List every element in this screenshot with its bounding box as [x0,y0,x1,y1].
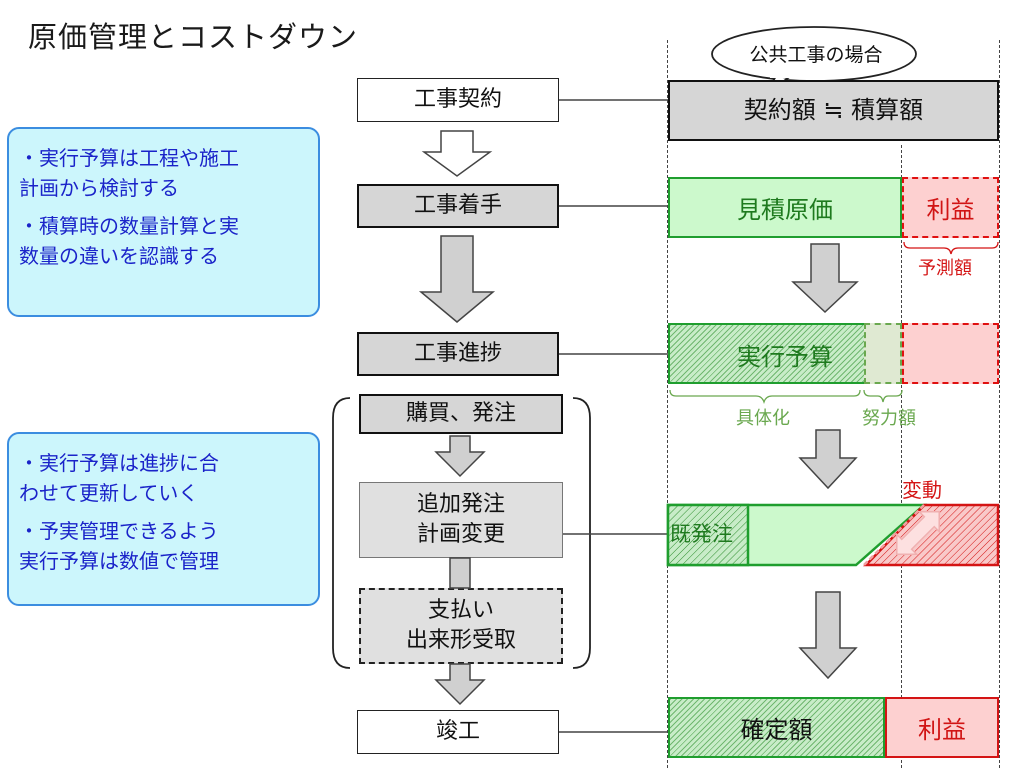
effort-label: 努力額 [862,408,916,429]
arrow-down-icon [421,130,493,177]
estimate-cost: 見積原価 [668,177,902,238]
brace-effort [863,389,903,403]
brace-forecast [903,241,999,255]
arrow-down-icon [418,235,496,323]
note-line: ・実行予算は進捗に合 [19,451,219,475]
ordered-change-bar [666,503,1000,567]
final-profit: 利益 [885,697,999,758]
arrow-down-icon [434,435,486,478]
arrow-down-icon [798,429,858,490]
step-payment-line: 支払い [427,598,494,624]
brace-concrete [669,389,861,405]
connector-bar [449,557,471,589]
guide-line [999,40,1000,768]
exec-budget [668,323,864,384]
note-line: 数量の違いを認識する [19,244,219,268]
note-line: 計画から検討する [19,176,179,200]
step-change-line: 計画変更 [416,522,505,547]
change-label: 変動 [902,478,942,502]
arrow-down-icon [434,663,486,706]
bracket-left [332,397,351,669]
double-arrow-icon [896,511,940,555]
profit-forecast-box: 利益 [902,177,999,238]
note-line: ・積算時の数量計算と実 [19,214,239,238]
step-change-line: 追加発注 [416,492,505,518]
guide-line [901,145,902,768]
arrow-down-icon [798,591,858,680]
ordered-label: 既発注 [670,522,733,546]
page-title: 原価管理とコストダウン [28,20,359,54]
note-line: ・実行予算は工程や施工 [19,146,239,170]
note-line: ・予実管理できるよう [19,519,219,543]
step-contract: 工事契約 [357,78,559,122]
guide-line [667,40,668,768]
note-line: わせて更新していく [19,481,199,505]
exec-budget-label: 実行予算 [737,343,833,371]
bubble-text: 公共工事の場合 [749,44,883,66]
step-payment-line: 出来形受取 [405,628,516,653]
note-line: 実行予算は数値で管理 [19,549,219,573]
step-start: 工事着手 [357,184,559,228]
forecast-label: 予測額 [918,258,972,279]
note-budget-update: ・実行予算は進捗に合 わせて更新していく ・予実管理できるよう 実行予算は数値で… [7,432,320,606]
step-complete: 竣工 [357,710,559,754]
arrow-down-icon [791,243,859,314]
step-payment: 支払い 出来形受取 [359,588,563,664]
profit-forecast-box-2 [902,323,999,384]
final-amount: 確定額 [668,697,885,758]
bracket-right [572,397,591,669]
contract-amount: 契約額 ≒ 積算額 [668,80,999,141]
step-change: 追加発注 計画変更 [359,482,563,558]
effort-box [864,323,902,384]
note-budget-planning: ・実行予算は工程や施工 計画から検討する ・積算時の数量計算と実 数量の違いを認… [7,127,320,317]
concrete-label: 具体化 [736,408,790,429]
step-progress: 工事進捗 [357,332,559,376]
step-purchase: 購買、発注 [359,394,563,434]
